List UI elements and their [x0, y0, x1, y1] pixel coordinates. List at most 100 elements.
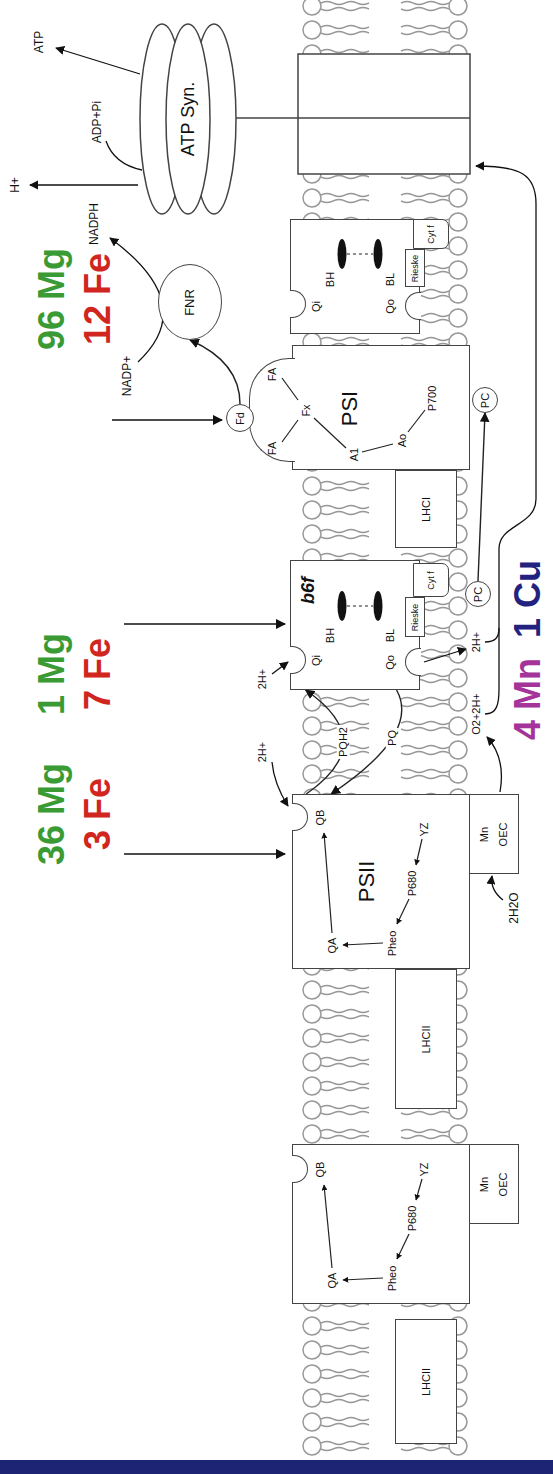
- connector-arrow: [331, 690, 402, 794]
- cytochrome-f: Cyt f: [413, 219, 449, 249]
- inner-arrow: [324, 1186, 332, 1269]
- node-text: Qi: [309, 655, 322, 666]
- substrate-label: ADP+Pi: [91, 99, 105, 145]
- antenna-complex: LHCII: [395, 969, 457, 1109]
- binding-pocket: [292, 804, 308, 832]
- plastocyanin: PC: [472, 387, 498, 413]
- node-text: BH: [323, 272, 336, 287]
- node-text: Pheo: [385, 931, 398, 957]
- node-text: P700: [425, 386, 438, 412]
- atp-arrow: [56, 48, 140, 74]
- inner-arrow: [314, 419, 346, 449]
- node-text: P680: [405, 1206, 418, 1232]
- oxygen-evolving-complex: Mn OEC: [469, 794, 519, 874]
- inner-arrow: [324, 834, 332, 934]
- node-text: PSII: [354, 861, 379, 903]
- antenna-complex: LHCI: [395, 470, 457, 548]
- node-text: Mn: [477, 1177, 490, 1192]
- substrate-label: 2H2O: [508, 890, 522, 925]
- node-label: PC: [471, 587, 484, 602]
- node-text: FA: [265, 368, 278, 381]
- inner-arrow: [408, 411, 425, 433]
- inner-arrow: [416, 840, 422, 866]
- node-label: FNR: [182, 289, 197, 316]
- inner-arrow: [282, 421, 298, 443]
- node-text: FA: [265, 442, 278, 455]
- atp-synthase-stalk: [236, 117, 470, 119]
- photosystem-ii: PSIIQBQAPheoP680YZ: [292, 794, 470, 969]
- node-text: Qo: [383, 655, 396, 670]
- node-label: LHCII: [419, 1368, 432, 1396]
- proton-arrow: [272, 762, 288, 806]
- node-text: Mn: [477, 827, 490, 842]
- rieske-subunit: Rieske: [405, 597, 425, 637]
- inner-arrow: [343, 944, 383, 946]
- atp-synthase-ring: [166, 24, 210, 214]
- node-label: Rieske: [409, 255, 419, 283]
- oxygen-evolving-complex: Mn OEC: [469, 1144, 519, 1224]
- node-text: QA: [325, 1273, 338, 1289]
- atp-synthase: ATP Syn.: [140, 24, 236, 214]
- node-label: LHCII: [419, 1025, 432, 1053]
- proton-arrow: [424, 649, 466, 662]
- node-label: Cyt f: [425, 225, 435, 244]
- proton-label: 2H+: [470, 630, 483, 655]
- heme-symbol: [373, 240, 382, 270]
- cytochrome-b6f: b6fQiBHBLQoRieskeCyt f: [290, 560, 420, 690]
- electron-path: [347, 606, 373, 607]
- plastocyanin: PC: [465, 581, 491, 607]
- binding-pocket: [405, 293, 421, 321]
- proton-flow-line: [485, 628, 499, 642]
- inner-lines: [290, 220, 420, 335]
- node-label: LHCI: [419, 497, 432, 522]
- proton-label: H+: [9, 175, 23, 195]
- node-text: BL: [383, 629, 396, 642]
- inner-lines: [292, 346, 470, 471]
- node-text: b6f: [297, 577, 318, 604]
- inner-arrow: [416, 1180, 422, 1201]
- binding-pocket: [405, 649, 421, 677]
- water-arrow: [492, 876, 503, 900]
- inner-arrow: [397, 1235, 409, 1260]
- node-text: YZ: [417, 1162, 430, 1176]
- heme-symbol: [337, 240, 346, 270]
- node-text: QA: [325, 938, 338, 954]
- node-label: PC: [478, 393, 491, 408]
- heme-symbol: [337, 592, 346, 622]
- connector-arrow: [478, 413, 485, 581]
- photosystem-ii: QB QA Pheo P680 YZ: [292, 1144, 470, 1304]
- node-text: BH: [323, 628, 336, 643]
- node-text: Fx: [299, 404, 312, 416]
- node-text: OEC: [496, 1173, 509, 1197]
- metal-arrow: [124, 623, 285, 625]
- proton-arrow: [30, 184, 138, 185]
- metal-count: 3 Fe: [80, 778, 116, 850]
- product-label: ATP: [33, 29, 47, 55]
- node-text: Qo: [383, 299, 396, 314]
- edge-bar: [0, 1460, 553, 1474]
- node-text: YZ: [417, 822, 430, 836]
- fnr-enzyme: FNR: [158, 264, 222, 340]
- product-label: O2+2H+: [470, 691, 483, 737]
- rieske-subunit: Rieske: [405, 249, 425, 287]
- proton-label: 2H+: [256, 667, 269, 692]
- inner-arrow: [343, 1279, 383, 1281]
- metal-arrow: [124, 853, 285, 855]
- connector-arrow: [190, 340, 240, 404]
- node-text: QB: [313, 1162, 326, 1178]
- metal-arrow: [112, 419, 222, 421]
- metal-count: 96 Mg: [34, 248, 70, 350]
- node-text: OEC: [496, 823, 509, 847]
- binding-pocket: [290, 647, 306, 675]
- heme-symbol: [373, 592, 382, 622]
- node-label: Cyt f: [425, 571, 435, 590]
- connector-label: PQ: [386, 728, 399, 748]
- metal-count: 12 Fe: [80, 253, 116, 345]
- node-label: Rieske: [409, 604, 419, 632]
- node-text: Pheo: [385, 1266, 398, 1292]
- metal-count: 4 Mn: [510, 658, 546, 740]
- node-text: Qi: [309, 301, 322, 312]
